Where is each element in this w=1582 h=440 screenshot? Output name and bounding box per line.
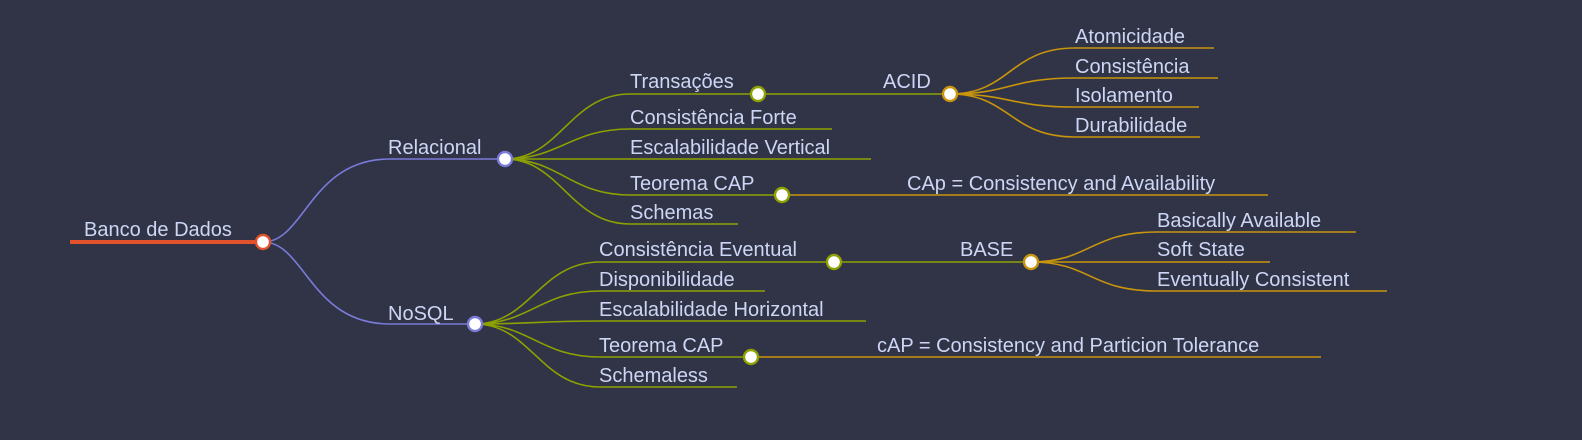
node-escalabilidade-vertical[interactable]: Escalabilidade Vertical — [630, 137, 830, 159]
node-atomicidade[interactable]: Atomicidade — [1075, 26, 1185, 48]
node-consistencia-eventual[interactable]: Consistência Eventual — [599, 239, 797, 261]
root-node-label[interactable]: Banco de Dados — [84, 219, 232, 241]
node-disponibilidade[interactable]: Disponibilidade — [599, 269, 735, 291]
edge-root-nosql — [262, 241, 475, 325]
edge-root-relacional — [262, 158, 505, 243]
root-collapse-toggle[interactable] — [254, 233, 272, 251]
node-soft-state[interactable]: Soft State — [1157, 239, 1245, 261]
relacional-collapse-toggle[interactable] — [496, 150, 514, 168]
edge-nosql-escalabilidade-horizontal — [474, 320, 866, 325]
node-basically-available[interactable]: Basically Available — [1157, 210, 1321, 232]
edge-acid-isolamento — [949, 93, 1199, 108]
node-base[interactable]: BASE — [960, 239, 1013, 261]
base-collapse-toggle[interactable] — [1022, 253, 1040, 271]
edge-nosql-teorema-cap — [474, 323, 751, 358]
teorema-cap-nosql-collapse-toggle[interactable] — [742, 348, 760, 366]
edge-acid-consistencia — [949, 77, 1218, 95]
node-consistencia-forte[interactable]: Consistência Forte — [630, 107, 797, 129]
node-cap-partition[interactable]: cAP = Consistency and Particion Toleranc… — [877, 335, 1259, 357]
edge-base-eventually-consistent — [1030, 261, 1387, 292]
node-nosql[interactable]: NoSQL — [388, 303, 454, 325]
edge-nosql-consistencia-eventual — [474, 261, 834, 325]
edge-relacional-schemas — [504, 158, 738, 225]
node-teorema-cap-relacional[interactable]: Teorema CAP — [630, 173, 755, 195]
edge-relacional-teorema-cap — [504, 158, 782, 196]
node-acid[interactable]: ACID — [883, 71, 931, 93]
node-schemas[interactable]: Schemas — [630, 202, 713, 224]
node-teorema-cap-nosql[interactable]: Teorema CAP — [599, 335, 724, 357]
node-consistencia[interactable]: Consistência — [1075, 56, 1190, 78]
node-escalabilidade-horizontal[interactable]: Escalabilidade Horizontal — [599, 299, 824, 321]
edge-nosql-schemaless — [474, 323, 737, 388]
edge-acid-atomicidade — [949, 47, 1214, 95]
edge-nosql-disponibilidade — [474, 290, 765, 325]
edge-relacional-consistencia-forte — [504, 128, 832, 160]
nosql-collapse-toggle[interactable] — [466, 315, 484, 333]
edge-base-basically-available — [1030, 231, 1356, 263]
transacoes-collapse-toggle[interactable] — [749, 85, 767, 103]
node-relacional[interactable]: Relacional — [388, 137, 481, 159]
edge-acid-durabilidade — [949, 93, 1200, 138]
node-transacoes[interactable]: Transações — [630, 71, 734, 93]
acid-collapse-toggle[interactable] — [941, 85, 959, 103]
node-cap-availability[interactable]: CAp = Consistency and Availability — [907, 173, 1215, 195]
node-durabilidade[interactable]: Durabilidade — [1075, 115, 1187, 137]
teorema-cap-relacional-collapse-toggle[interactable] — [773, 186, 791, 204]
consistencia-eventual-collapse-toggle[interactable] — [825, 253, 843, 271]
node-eventually-consistent[interactable]: Eventually Consistent — [1157, 269, 1350, 291]
edge-relacional-transacoes — [504, 93, 758, 160]
node-isolamento[interactable]: Isolamento — [1075, 85, 1173, 107]
node-schemaless[interactable]: Schemaless — [599, 365, 708, 387]
